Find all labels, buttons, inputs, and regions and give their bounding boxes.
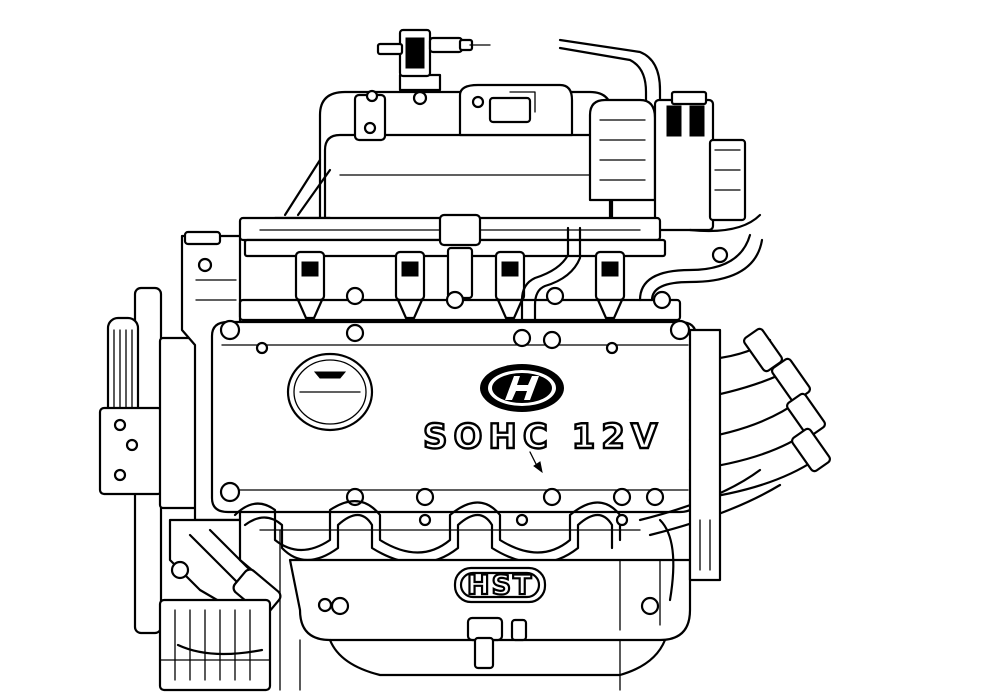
block-details: [279, 529, 621, 691]
fuel-regulator: [376, 28, 491, 78]
fuel-injectors: [294, 213, 626, 320]
oil-pan-label: HST: [467, 570, 533, 601]
runner-bolts: [345, 286, 672, 310]
cover-label: SOHC 12V: [423, 417, 663, 457]
hyundai-logo-icon: [480, 364, 564, 412]
engine-block-right: [658, 328, 722, 602]
exhaust-manifold: [233, 500, 641, 565]
throttle-body: [653, 90, 762, 264]
intake-plenum: [318, 73, 614, 234]
engine-block-lower: HST: [288, 558, 692, 677]
vacuum-hose: [520, 226, 764, 337]
engine-mount: [158, 598, 272, 692]
oil-cap-icon: [286, 352, 374, 432]
